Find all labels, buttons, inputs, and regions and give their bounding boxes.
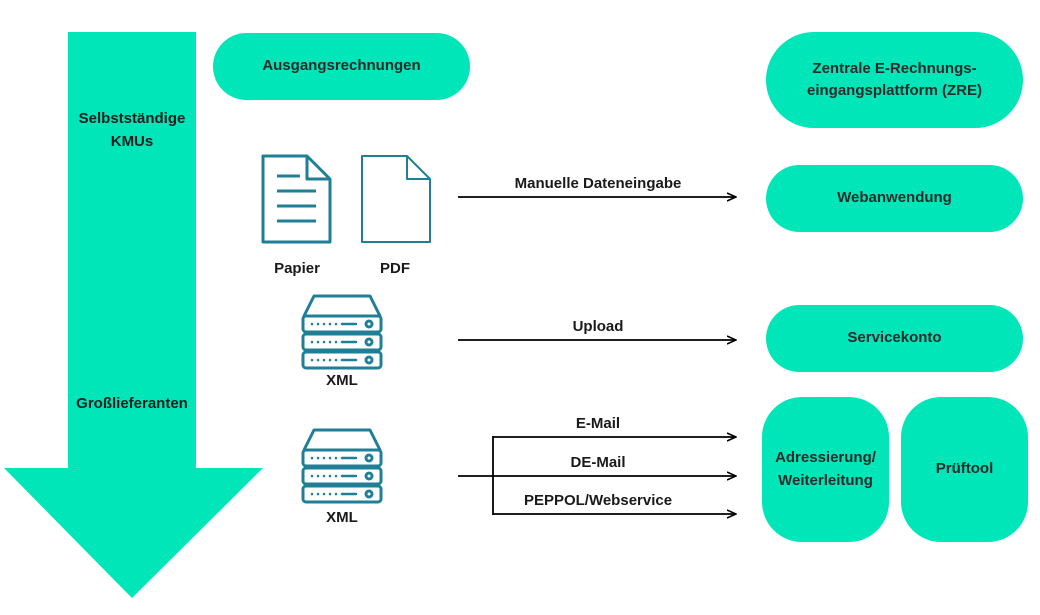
prueftool-label: Prüftool [935,460,994,478]
server-icon [301,428,383,504]
xml-label-2: XML [326,509,358,526]
outgoing-invoices-label: Ausgangsrechnungen [262,57,421,75]
server-icon [301,294,383,370]
paper-document-icon [261,154,332,244]
zre-platform-pill: Zentrale E-Rechnungs- eingangsplattform … [766,32,1023,128]
xml-label-1: XML [326,372,358,389]
side-top-label: Selbstständige KMUs [78,110,186,151]
servicekonto-pill: Servicekonto [766,305,1023,372]
paper-label: Papier [274,260,320,277]
demail-label: DE-Mail [570,454,626,471]
pdf-document-icon [361,155,431,243]
manual-entry-label: Manuelle Dateneingabe [514,175,682,192]
side-bottom-label: Großlieferanten [76,395,188,412]
email-label: E-Mail [575,415,621,432]
electronic-channels-connector [458,436,495,515]
adressierung-pill: Adressierung/ Weiterleitung [762,397,889,542]
process-direction-arrow [4,32,263,598]
outgoing-invoices-pill: Ausgangsrechnungen [213,33,470,100]
pdf-label: PDF [380,260,410,277]
peppol-label: PEPPOL/Webservice [523,492,673,509]
adressierung-label: Adressierung/ Weiterleitung [775,449,876,489]
servicekonto-label: Servicekonto [847,329,942,347]
prueftool-pill: Prüftool [901,397,1028,542]
webapp-pill: Webanwendung [766,165,1023,232]
zre-platform-label: Zentrale E-Rechnungs- eingangsplattform … [807,59,982,100]
upload-label: Upload [572,318,624,335]
webapp-label: Webanwendung [837,189,952,207]
